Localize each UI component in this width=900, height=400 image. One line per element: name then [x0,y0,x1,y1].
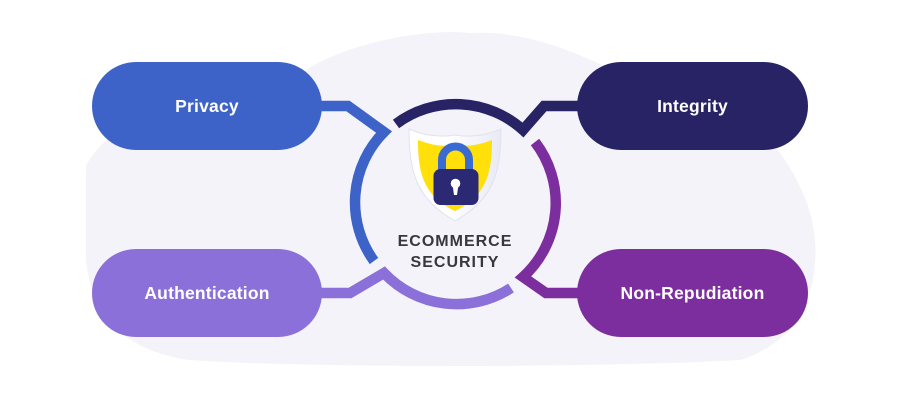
diagram-title: ECOMMERCE SECURITY [355,231,555,273]
diagram-title-line2: SECURITY [410,254,500,271]
connector-privacy [320,100,393,265]
node-label-privacy: Privacy [175,95,239,116]
connector-authentication [320,266,514,310]
connector-integrity [392,98,579,138]
node-pill-privacy: Privacy [92,62,322,150]
node-pill-authentication: Authentication [92,249,322,337]
keyhole-circle [450,178,461,189]
node-label-authentication: Authentication [144,282,270,303]
node-label-integrity: Integrity [657,95,728,116]
diagram-title-line1: ECOMMERCE [397,233,513,250]
node-pill-non-repudiation: Non-Repudiation [577,249,808,337]
node-label-non-repudiation: Non-Repudiation [620,282,765,303]
shield-lock-icon [408,128,502,222]
keyhole-stem [452,186,459,195]
connector-non-repudiation [514,138,579,299]
node-pill-integrity: Integrity [577,62,808,150]
lock-shackle [438,142,473,172]
